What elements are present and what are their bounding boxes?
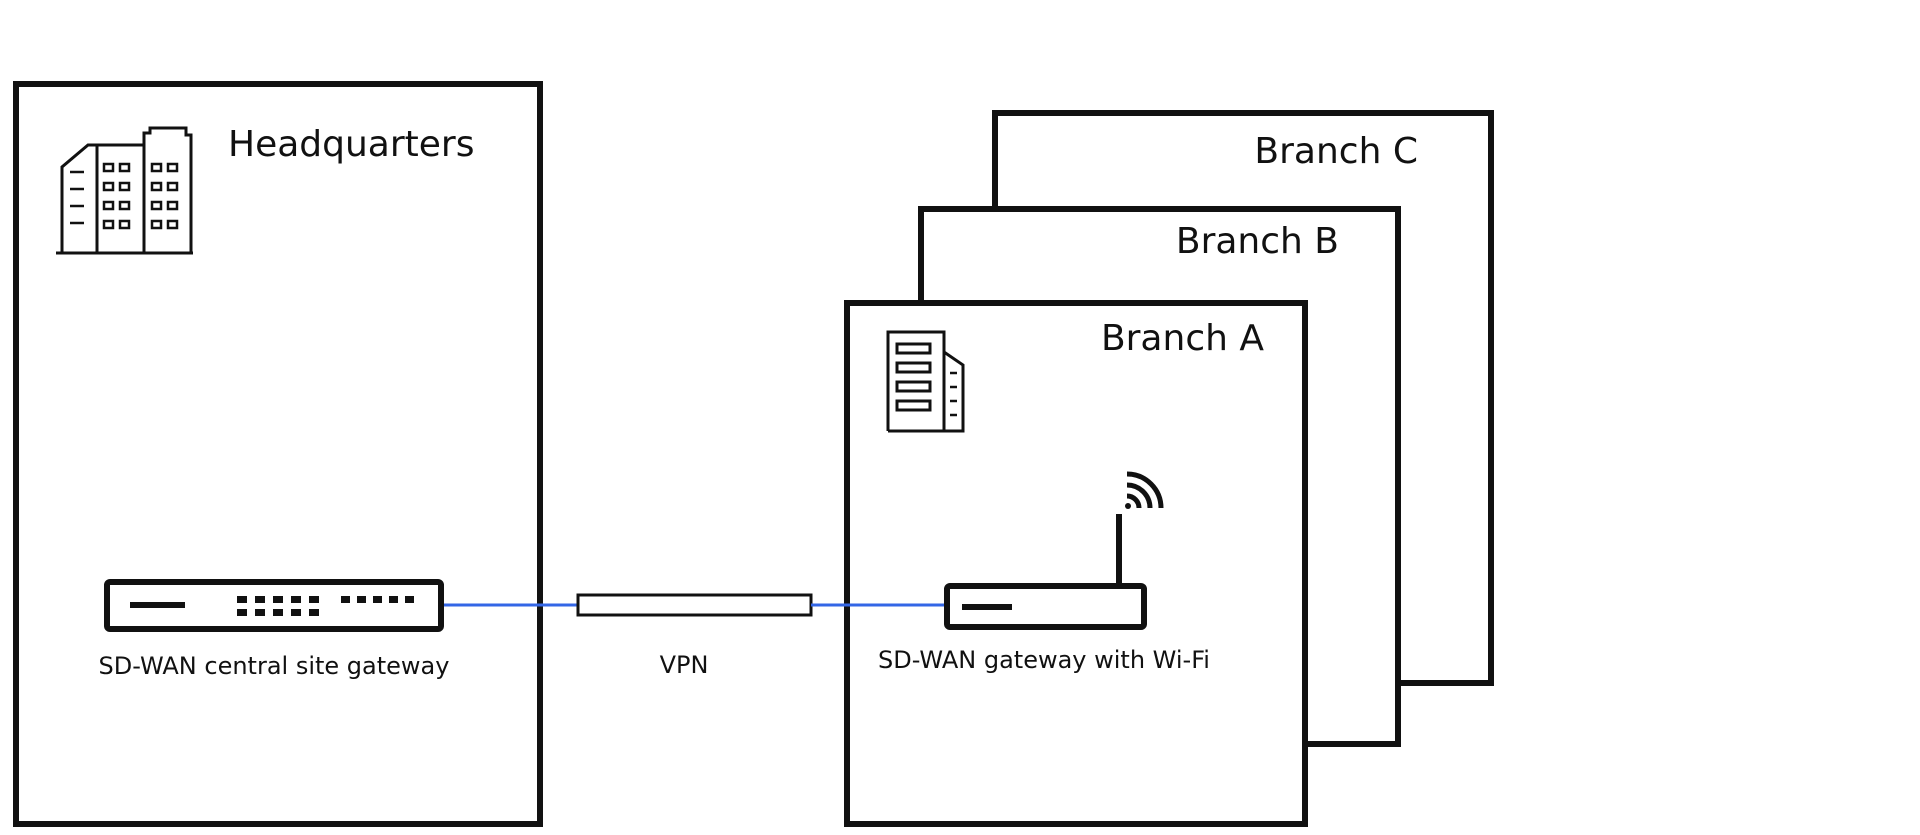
- branch-c-title: Branch C: [1254, 131, 1418, 172]
- branch-a-title: Branch A: [1101, 318, 1264, 359]
- vpn-label: VPN: [660, 651, 709, 679]
- wifi-signal-icon: [1125, 471, 1164, 509]
- office-buildings-icon: [56, 126, 193, 255]
- headquarters-box: Headquarters: [13, 81, 543, 827]
- branch-b-title: Branch B: [1176, 221, 1339, 262]
- headquarters-title: Headquarters: [228, 124, 474, 165]
- branch-gateway-label: SD-WAN gateway with Wi-Fi: [878, 646, 1210, 674]
- network-switch-icon: [104, 579, 444, 632]
- wifi-router-icon: [944, 514, 1147, 630]
- vpn-tunnel: VPN: [576, 593, 813, 679]
- small-office-building-icon: [886, 330, 965, 433]
- central-gateway-label: SD-WAN central site gateway: [99, 652, 450, 680]
